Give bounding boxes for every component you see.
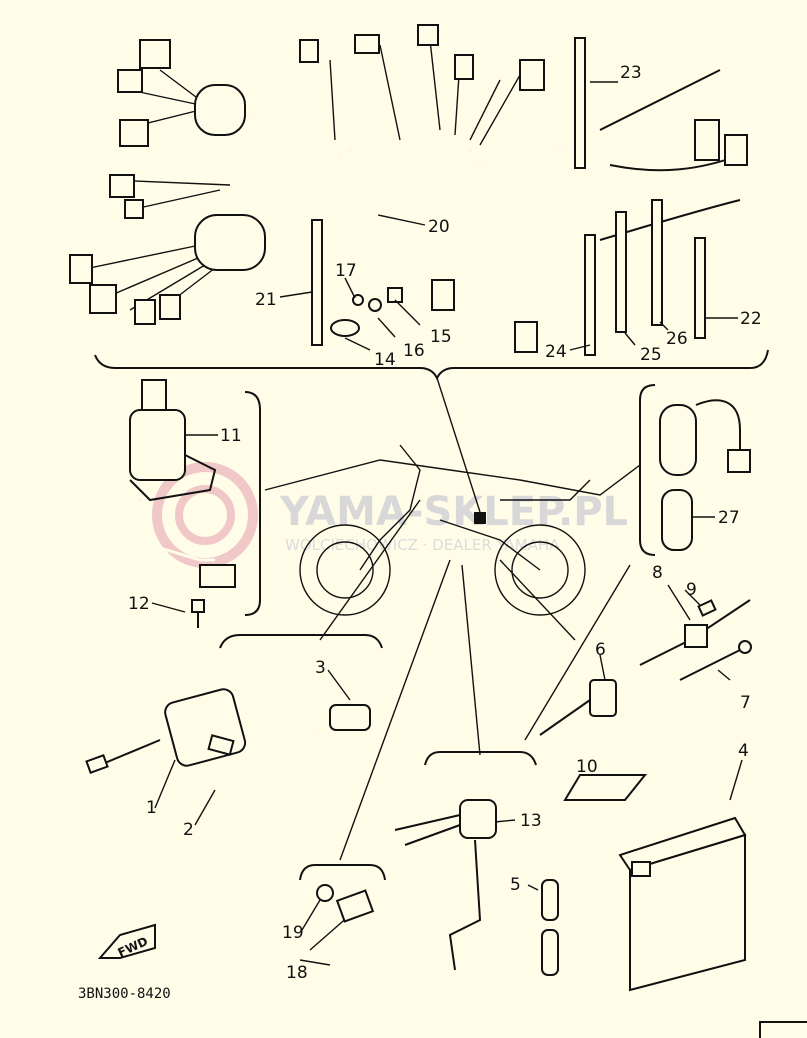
callout-20: 20	[428, 217, 450, 237]
watermark-subtitle: WOLCIECHOWICZ · DEALER YAMAHA	[285, 536, 560, 554]
callout-2: 2	[183, 820, 194, 840]
main-switch-group	[129, 379, 261, 628]
cable-tie-22	[694, 237, 706, 339]
watermark-title: YAMA-SKLEP.PL	[279, 489, 628, 535]
callout-22: 22	[740, 309, 762, 329]
callout-9: 9	[686, 580, 697, 600]
bolt-2	[207, 734, 235, 756]
watermark: YAMA-SKLEP.PL WOLCIECHOWICZ · DEALER YAM…	[152, 462, 628, 568]
callout-4: 4	[738, 741, 749, 761]
fuse-holder-8	[684, 624, 708, 648]
relay-6	[589, 679, 617, 717]
connector-11	[199, 564, 236, 588]
clamp-14	[330, 319, 360, 337]
callout-15: 15	[430, 327, 452, 347]
tube-5	[541, 879, 559, 921]
callout-25: 25	[640, 345, 662, 365]
callout-labels: 23 20 17 21 16 15 14 24 25 26 22 11 12 2…	[128, 63, 762, 983]
screw-12	[191, 599, 205, 613]
washer-16	[368, 298, 382, 312]
callout-21: 21	[255, 290, 277, 310]
callout-7: 7	[740, 693, 751, 713]
key-icon	[141, 379, 167, 411]
callout-14: 14	[374, 350, 396, 370]
sender-18	[335, 889, 375, 923]
callout-27: 27	[718, 508, 740, 528]
fuse-9	[697, 599, 717, 617]
main-switch-11	[129, 409, 186, 481]
ignition-coil-1	[164, 688, 247, 767]
sender-group	[299, 864, 386, 923]
washer-19	[316, 884, 334, 902]
neutral-switch-13	[459, 799, 497, 839]
fwd-arrow-icon: FWD	[97, 923, 156, 960]
cable-tie-24	[584, 234, 596, 356]
electrical-parts-group	[394, 599, 752, 992]
grip-group	[639, 384, 751, 556]
callout-18: 18	[286, 963, 308, 983]
callout-13: 13	[520, 811, 542, 831]
callout-leaders	[151, 81, 743, 966]
plug-cap-3	[329, 704, 371, 731]
callout-26: 26	[666, 329, 688, 349]
callout-23: 23	[620, 63, 642, 83]
bracket-10	[563, 774, 648, 801]
cable-tie-26	[651, 199, 663, 326]
cable-tie-21	[311, 219, 323, 346]
watermark-logo-icon	[152, 462, 258, 568]
grip-27	[659, 404, 697, 476]
bolt-15	[387, 287, 403, 303]
callout-1: 1	[146, 798, 157, 818]
callout-17: 17	[335, 261, 357, 281]
harness-location-marker	[474, 512, 486, 524]
callout-12: 12	[128, 594, 150, 614]
callout-19: 19	[282, 923, 304, 943]
callout-11: 11	[220, 426, 242, 446]
wire-harness	[69, 24, 769, 381]
wire-7	[738, 640, 752, 654]
callout-6: 6	[595, 640, 606, 660]
callout-10: 10	[576, 757, 598, 777]
cable-tie-23	[574, 37, 586, 169]
callout-5: 5	[510, 875, 521, 895]
callout-24: 24	[545, 342, 567, 362]
ignition-coil-group	[85, 634, 383, 774]
page-corner	[759, 1021, 807, 1038]
motorcycle-outline	[264, 377, 641, 861]
callout-16: 16	[403, 341, 425, 361]
callout-8: 8	[652, 563, 663, 583]
cable-tie-25	[615, 211, 627, 333]
callout-3: 3	[315, 658, 326, 678]
diagram-code: 3BN300-8420	[78, 986, 171, 1002]
battery-4	[618, 816, 747, 992]
